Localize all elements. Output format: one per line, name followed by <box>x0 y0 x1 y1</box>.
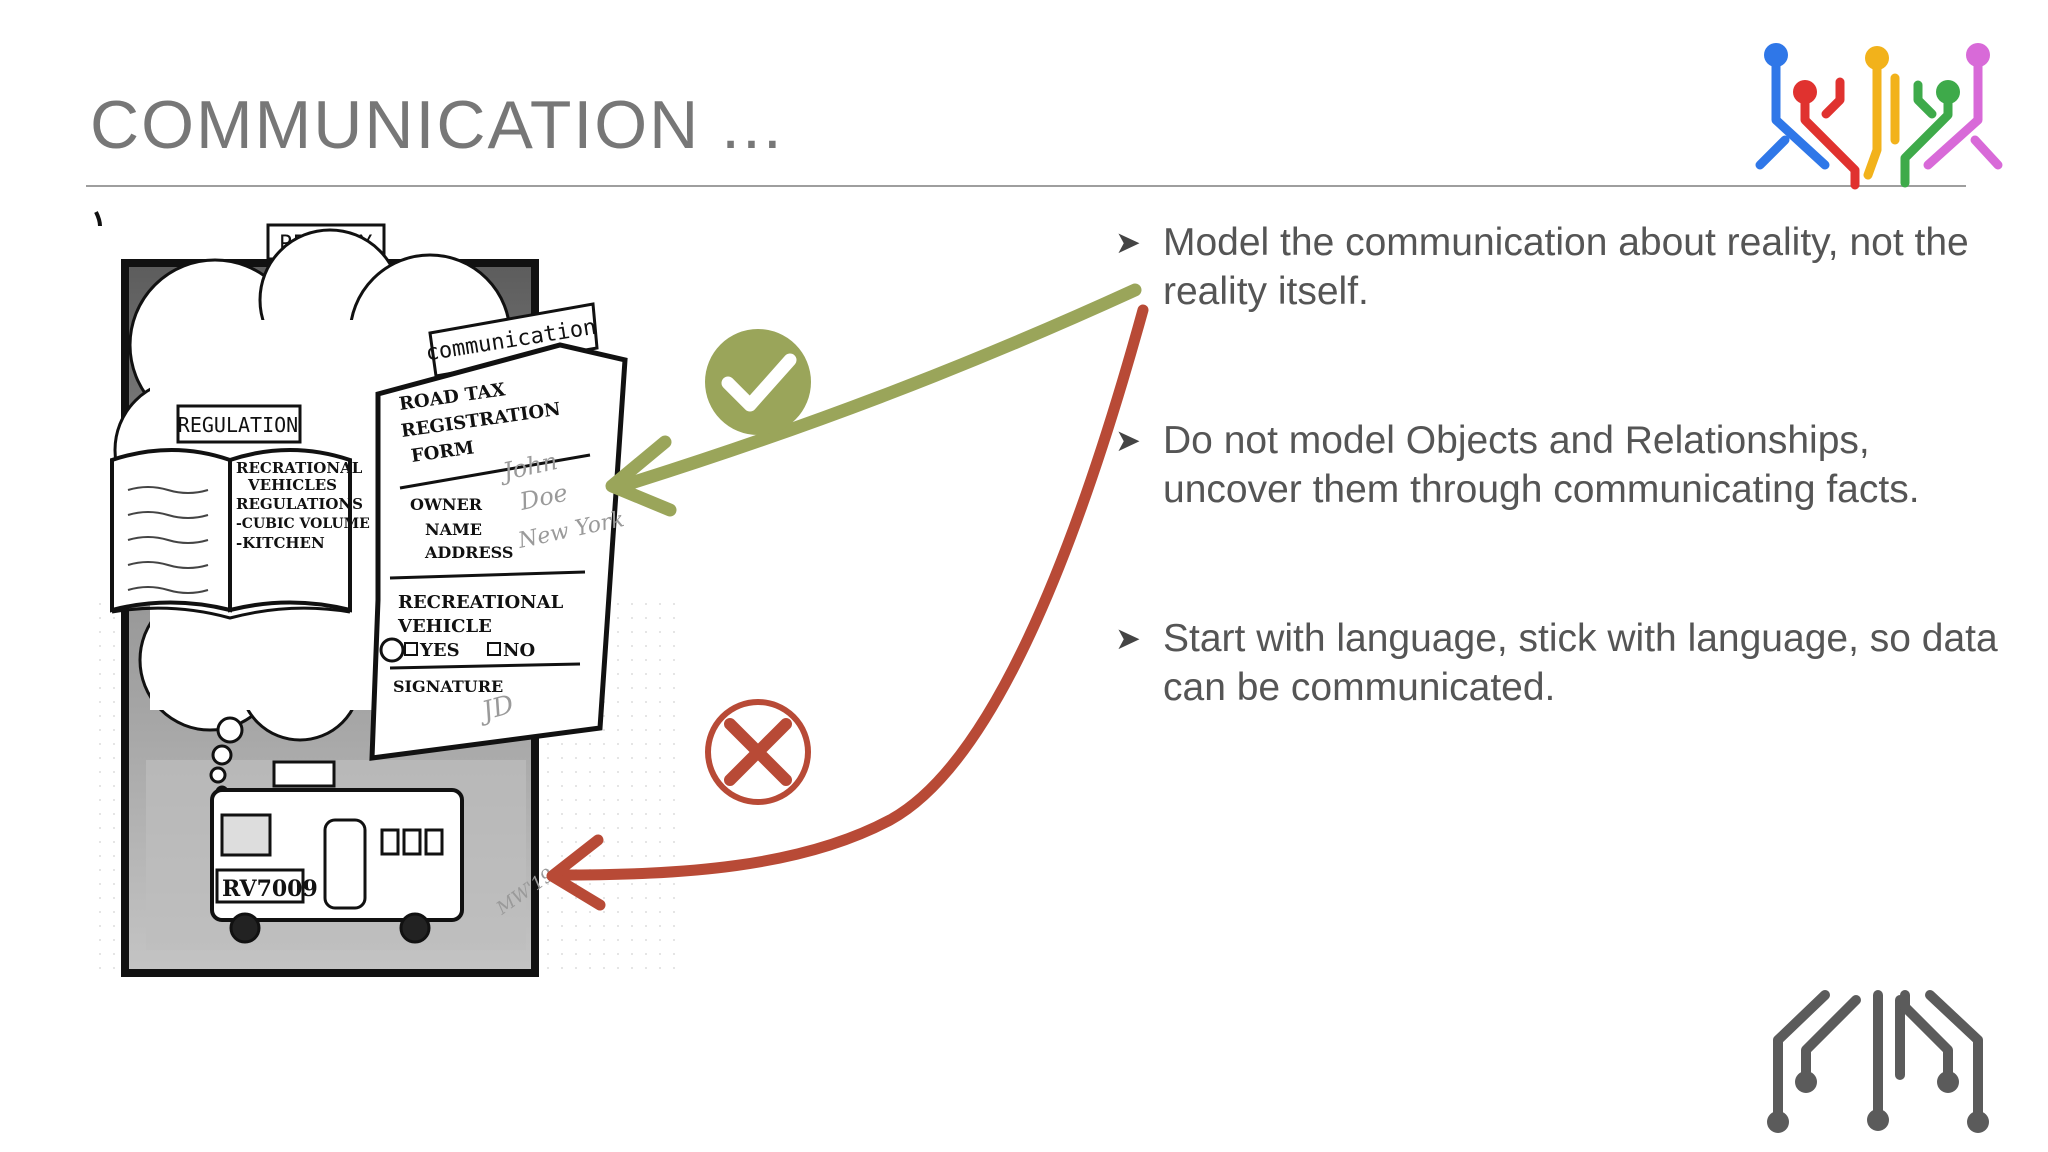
yes-checkbox-icon <box>404 642 418 656</box>
no-label: NO <box>503 640 535 661</box>
book-line-4: -CUBIC VOLUME <box>236 516 370 532</box>
bullet-text: Model the communication about reality, n… <box>1163 221 1969 313</box>
bullet-arrow-icon: ➤ <box>1115 423 1141 458</box>
x-circle-icon <box>705 699 811 805</box>
slide-title: COMMUNICATION ... <box>90 87 784 163</box>
bullet-item-3: ➤ Start with language, stick with langua… <box>1115 614 2015 712</box>
regulation-book: REGULATION RECRATIONAL VEHICLES REGULATI… <box>110 404 370 620</box>
book-line-3: REGULATIONS <box>236 495 363 513</box>
book-line-2: VEHICLES <box>247 476 337 494</box>
rv-question-2: VEHICLE <box>397 616 492 637</box>
approve-arrow <box>605 283 1142 517</box>
signature-label: SIGNATURE <box>393 677 503 696</box>
book-line-1: RECRATIONAL <box>236 459 363 477</box>
reject-arrow <box>546 304 1149 911</box>
yes-selected-icon <box>379 637 405 663</box>
regulation-label: REGULATION <box>178 413 298 437</box>
bullet-arrow-icon: ➤ <box>1115 225 1141 260</box>
owner-label: OWNER <box>410 495 483 514</box>
bullet-text: Do not model Objects and Relationships, … <box>1163 419 1920 511</box>
check-circle-icon <box>705 329 811 435</box>
yes-label: YES <box>419 640 460 661</box>
rv-question-1: RECREATIONAL <box>398 592 564 613</box>
no-checkbox-icon <box>487 642 501 656</box>
bullet-arrow-icon: ➤ <box>1115 621 1141 656</box>
bullet-item-2: ➤ Do not model Objects and Relationships… <box>1115 416 2015 514</box>
title-divider <box>86 185 1966 187</box>
book-line-5: -KITCHEN <box>236 534 325 552</box>
rv-plate: RV7009 <box>222 876 318 902</box>
road-tax-form: ROAD TAX REGISTRATION FORM OWNER NAME AD… <box>369 342 628 761</box>
name-label: NAME <box>425 520 482 539</box>
address-label: ADDRESS <box>424 543 513 562</box>
bullet-item-1: ➤ Model the communication about reality,… <box>1115 218 2015 316</box>
bullet-text: Start with language, stick with language… <box>1163 617 1998 709</box>
